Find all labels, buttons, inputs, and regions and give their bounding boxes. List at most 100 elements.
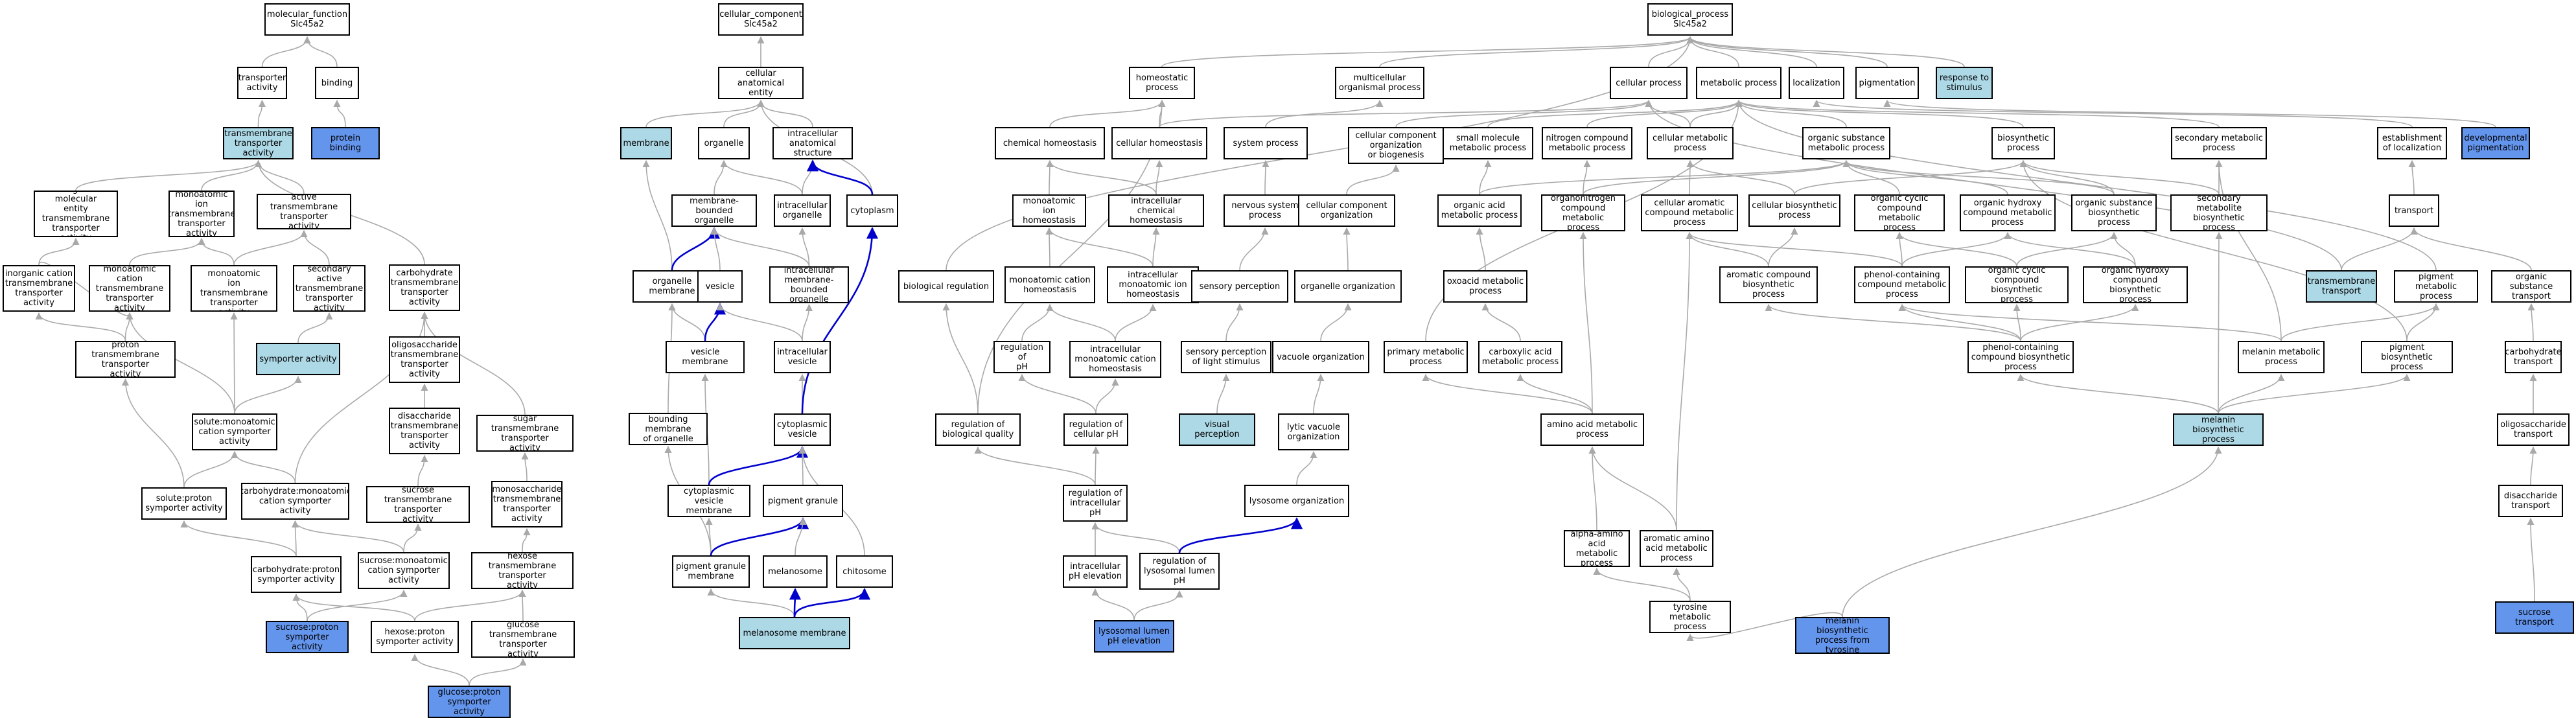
node-active-tm[interactable]: active transmembrane transporter activit… [257,194,351,229]
node-melanin-biosynthetic[interactable]: melanin biosynthetic process [2173,413,2264,446]
node-intracellular-mb-organelle[interactable]: intracellular membrane-bounded organelle [769,266,849,303]
node-lysosome-organization[interactable]: lysosome organization [1244,485,1349,517]
node-cc-organization[interactable]: cellular component organization [1298,194,1395,227]
node-oxoacid-metabolic[interactable]: oxoacid metabolic process [1443,270,1527,303]
node-cytoplasmic-vesicle[interactable]: cytoplasmic vesicle [774,413,831,446]
node-hexose-tm[interactable]: hexose transmembrane transporter activit… [471,552,574,589]
node-monoatomic-cation-homeostasis[interactable]: monoatomic cation homeostasis [1004,266,1095,303]
node-symporter-activity[interactable]: symporter activity [256,343,340,375]
node-cc-org-or-biogenesis[interactable]: cellular component organization or bioge… [1348,127,1444,164]
node-hexose-proton-symporter[interactable]: hexose:proton symporter activity [371,621,459,653]
node-sucrose-tm[interactable]: sucrose transmembrane transporter activi… [366,486,470,523]
node-metabolic-process[interactable]: metabolic process [1696,67,1781,99]
node-intracellular-anatomical-structure[interactable]: intracellular anatomical structure [772,127,853,159]
node-sensory-perception-of-light-stimulus[interactable]: sensory perception of light stimulus [1181,341,1271,373]
node-regulation-of-intracellular-ph[interactable]: regulation of intracellular pH [1063,485,1128,522]
node-homeostatic-process[interactable]: homeostatic process [1129,67,1195,99]
node-transmembrane-transport[interactable]: transmembrane transport [2306,270,2377,303]
node-transport[interactable]: transport [2389,194,2439,227]
node-organelle-organization[interactable]: organelle organization [1294,270,1402,303]
node-inorg-cation-tm[interactable]: inorganic cation transmembrane transport… [3,265,75,312]
node-sucrose-monoatomic-cation-symporter[interactable]: sucrose:monoatomic cation symporter acti… [358,552,450,589]
node-bounding-membrane-of-organelle[interactable]: bounding membrane of organelle [629,413,708,445]
node-carbohydrate-monoatomic-cation-symporter[interactable]: carbohydrate:monoatomic cation symporter… [241,483,349,520]
node-nervous-system-process[interactable]: nervous system process [1224,194,1306,227]
node-aromatic-compound-biosynthetic[interactable]: aromatic compound biosynthetic process [1719,266,1818,303]
node-intracellular-monoatomic-cation-homeostasis[interactable]: intracellular monoatomic cation homeosta… [1069,341,1161,378]
node-active-monoatomic-ion-tm[interactable]: active monoatomic ion transmembrane tran… [191,265,277,312]
node-cellular-aromatic-compound-metabolic[interactable]: cellular aromatic compound metabolic pro… [1641,194,1738,231]
node-monoatomic-cation-tm[interactable]: monoatomic cation transmembrane transpor… [89,265,170,312]
node-inorg-mol-entity-tm[interactable]: inorganic molecular entity transmembrane… [34,191,118,237]
node-cellular-anatomical-entity[interactable]: cellular anatomical entity [718,67,804,99]
node-secondary-active-tm[interactable]: secondary active transmembrane transport… [293,265,366,312]
node-solute-monoatomic-cation-symporter[interactable]: solute:monoatomic cation symporter activ… [192,413,277,450]
node-bp-root[interactable]: biological_process Slc45a2 [1647,3,1733,36]
node-organic-substance-metabolic[interactable]: organic substance metabolic process [1802,127,1890,159]
node-monoatomic-ion-tm[interactable]: monoatomic ion transmembrane transporter… [168,191,235,237]
node-pigmentation[interactable]: pigmentation [1855,67,1919,99]
node-transporter-activity[interactable]: transporter activity [237,67,287,99]
node-cellular-biosynthetic[interactable]: cellular biosynthetic process [1748,194,1840,227]
node-cellular-process[interactable]: cellular process [1610,67,1688,99]
node-disaccharide-tm[interactable]: disaccharide transmembrane transporter a… [389,408,460,454]
node-regulation-of-ph[interactable]: regulation of pH [993,341,1050,373]
node-melanin-metabolic[interactable]: melanin metabolic process [2238,341,2325,373]
node-vesicle-membrane[interactable]: vesicle membrane [666,341,745,373]
node-aromatic-amino-acid-metabolic[interactable]: aromatic amino acid metabolic process [1640,530,1713,567]
node-glucose-tm[interactable]: glucose transmembrane transporter activi… [471,621,575,658]
node-organic-substance-biosynthetic[interactable]: organic substance biosynthetic process [2071,194,2157,231]
node-sucrose-transport[interactable]: sucrose transport [2495,601,2574,634]
node-organelle[interactable]: organelle [698,127,750,159]
node-cellular-metabolic[interactable]: cellular metabolic process [1647,127,1734,159]
node-tyrosine-metabolic[interactable]: tyrosine metabolic process [1649,601,1731,633]
node-organic-hydroxy-compound-biosynthetic[interactable]: organic hydroxy compound biosynthetic pr… [2083,266,2188,303]
node-alpha-amino-acid-metabolic[interactable]: alpha-amino acid metabolic process [1564,530,1630,567]
node-organonitrogen-compound-metabolic[interactable]: organonitrogen compound metabolic proces… [1541,194,1625,231]
node-nitrogen-compound-metabolic[interactable]: nitrogen compound metabolic process [1542,127,1632,159]
node-phenol-containing-metabolic[interactable]: phenol-containing compound metabolic pro… [1854,266,1950,303]
node-pigment-metabolic[interactable]: pigment metabolic process [2394,270,2478,303]
node-system-process[interactable]: system process [1224,127,1308,159]
node-multicellular-organismal-process[interactable]: multicellular organismal process [1335,67,1424,99]
node-intracellular-organelle[interactable]: intracellular organelle [774,194,831,227]
node-vacuole-organization[interactable]: vacuole organization [1272,341,1369,373]
node-lysosomal-lumen-ph-elevation[interactable]: lysosomal lumen pH elevation [1094,620,1174,653]
node-pigment-granule-membrane[interactable]: pigment granule membrane [672,555,750,588]
node-regulation-of-cellular-ph[interactable]: regulation of cellular pH [1063,413,1128,446]
node-glucose-proton-symporter[interactable]: glucose:proton symporter activity [428,686,511,718]
node-organic-cyclic-compound-metabolic[interactable]: organic cyclic compound metabolic proces… [1854,194,1945,231]
node-disaccharide-transport[interactable]: disaccharide transport [2498,485,2563,517]
node-regulation-of-lysosomal-lumen-ph[interactable]: regulation of lysosomal lumen pH [1139,553,1220,590]
node-cytoplasmic-vesicle-membrane[interactable]: cytoplasmic vesicle membrane [667,485,750,517]
node-biosynthetic-process[interactable]: biosynthetic process [1991,127,2055,159]
node-amino-acid-metabolic[interactable]: amino acid metabolic process [1540,413,1644,446]
node-localization[interactable]: localization [1789,67,1844,99]
node-melanosome-membrane[interactable]: melanosome membrane [739,617,850,649]
node-organic-hydroxy-compound-metabolic[interactable]: organic hydroxy compound metabolic proce… [1960,194,2056,231]
node-cellular-homeostasis[interactable]: cellular homeostasis [1111,127,1207,159]
node-cc-root[interactable]: cellular_component Slc45a2 [718,3,804,36]
node-oligosaccharide-transport[interactable]: oligosaccharide transport [2497,413,2570,446]
node-pigment-granule[interactable]: pigment granule [763,485,843,517]
node-monosaccharide-tm[interactable]: monosaccharide transmembrane transporter… [491,481,563,527]
node-solute-proton-symporter[interactable]: solute:proton symporter activity [141,487,227,520]
node-secondary-metabolite-biosynthetic[interactable]: secondary metabolite biosynthetic proces… [2170,194,2268,231]
node-developmental-pigmentation[interactable]: developmental pigmentation [2461,127,2530,159]
node-organic-cyclic-compound-biosynthetic[interactable]: organic cyclic compound biosynthetic pro… [1965,266,2069,303]
node-sugar-tm[interactable]: sugar transmembrane transporter activity [476,415,574,452]
node-vesicle[interactable]: vesicle [697,270,743,303]
node-binding[interactable]: binding [315,67,359,99]
node-intracellular-ph-elevation[interactable]: intracellular pH elevation [1063,555,1128,588]
node-carbohydrate-tm[interactable]: carbohydrate transmembrane transporter a… [389,264,460,311]
node-chitosome[interactable]: chitosome [836,555,893,588]
node-biological-regulation[interactable]: biological regulation [898,270,994,303]
node-organic-substance-transport[interactable]: organic substance transport [2491,270,2571,303]
node-phenol-containing-biosynthetic[interactable]: phenol-containing compound biosynthetic … [1967,341,2074,373]
node-carbohydrate-transport[interactable]: carbohydrate transport [2505,341,2562,373]
node-protein-binding[interactable]: protein binding [311,127,380,159]
node-intracellular-chemical-homeostasis[interactable]: intracellular chemical homeostasis [1108,194,1204,227]
node-small-molecule-metabolic[interactable]: small molecule metabolic process [1443,127,1533,159]
node-proton-tm[interactable]: proton transmembrane transporter activit… [75,341,176,378]
node-organic-acid-metabolic[interactable]: organic acid metabolic process [1437,194,1522,227]
